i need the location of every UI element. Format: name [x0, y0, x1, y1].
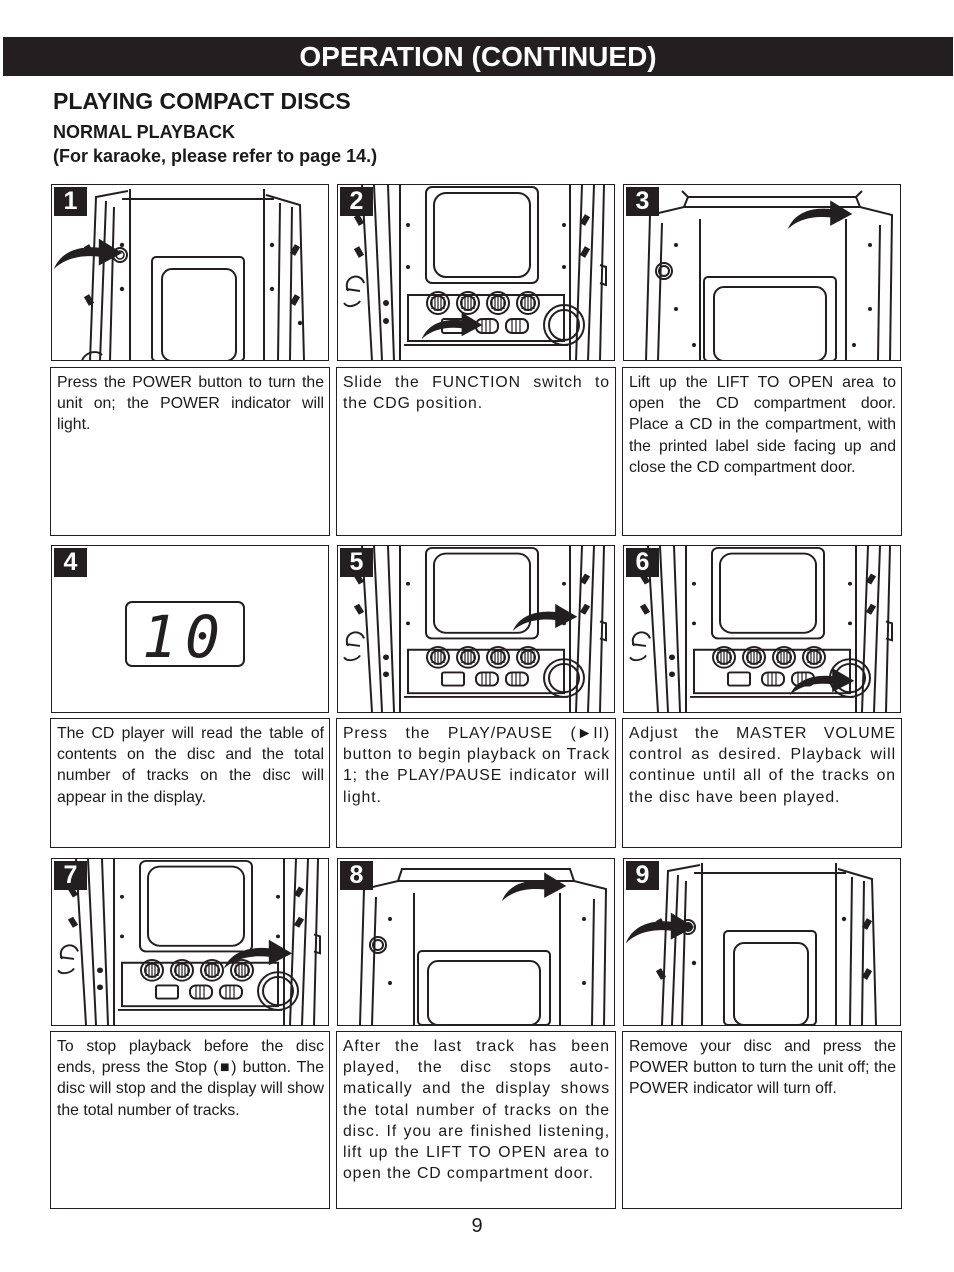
sub-heading: NORMAL PLAYBACK (For karaoke, please ref…: [53, 120, 377, 168]
stop-button-illustration: [52, 859, 329, 1025]
step-7-text: To stop playback before the disc ends, p…: [50, 1031, 330, 1209]
normal-playback-heading: NORMAL PLAYBACK: [53, 122, 236, 142]
step-3-number: 3: [626, 187, 659, 216]
power-off-illustration: [625, 863, 877, 1025]
step-3-illustration: 3: [623, 184, 901, 361]
track-count-display: 10: [142, 603, 228, 671]
step-4-text: The CD player will read the table of con…: [50, 718, 330, 848]
lift-to-open-illustration: [645, 190, 894, 360]
step-1-number: 1: [54, 187, 87, 216]
page-banner: OPERATION (CONTINUED): [3, 37, 953, 76]
page-number: 9: [471, 1215, 483, 1237]
step-8-illustration: 8: [337, 858, 615, 1026]
step-6-illustration: 6: [623, 545, 901, 713]
step-9-text: Remove your disc and press the POWER but…: [622, 1031, 902, 1209]
step-8-number: 8: [340, 861, 373, 890]
play-pause-illustration: [338, 546, 615, 712]
step-2-number: 2: [340, 187, 373, 216]
karaoke-note: (For karaoke, please refer to page 14.): [53, 146, 378, 166]
function-switch-illustration: [338, 185, 615, 361]
step-5-illustration: 5: [337, 545, 615, 713]
master-volume-illustration: [624, 546, 901, 712]
step-6-number: 6: [626, 548, 659, 577]
step-7-illustration: 7: [51, 858, 329, 1026]
step-8-text: After the last track has been played, th…: [336, 1031, 616, 1209]
step-4-illustration: 4 10: [51, 545, 329, 713]
step-1-illustration: 1: [51, 184, 329, 361]
track-display-illustration: 10: [125, 601, 245, 671]
open-door-illustration: [359, 868, 608, 1025]
step-2-illustration: 2: [337, 184, 615, 361]
step-2-text: Slide the FUNCTION switch to the CDG pos…: [336, 367, 616, 536]
step-9-illustration: 9: [623, 858, 901, 1026]
step-3-text: Lift up the LIFT TO OPEN area to open th…: [622, 367, 902, 536]
step-1-text: Press the POWER button to turn the unit …: [50, 367, 330, 536]
step-4-number: 4: [54, 548, 87, 577]
step-9-number: 9: [626, 861, 659, 890]
step-6-text: Adjust the MASTER VOLUME control as desi…: [622, 718, 902, 848]
step-5-text: Press the PLAY/PAUSE (►II) button to beg…: [336, 718, 616, 848]
power-button-illustration: [53, 185, 329, 361]
section-title: PLAYING COMPACT DISCS: [53, 88, 351, 114]
step-7-number: 7: [54, 861, 87, 890]
step-5-number: 5: [340, 548, 373, 577]
